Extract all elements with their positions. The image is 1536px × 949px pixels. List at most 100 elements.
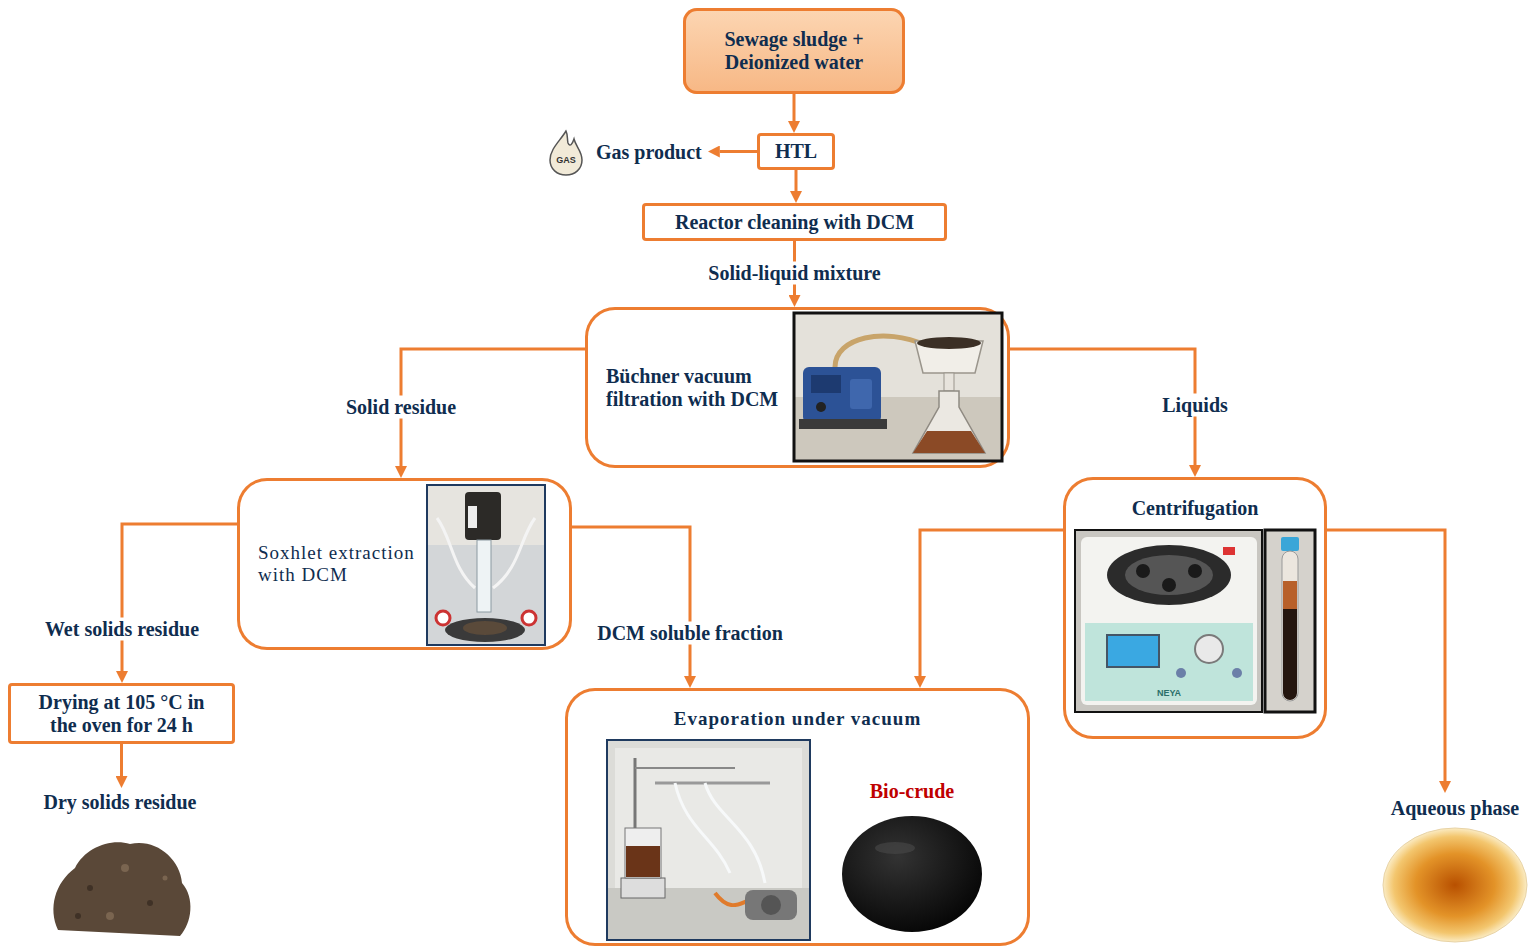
illustration-part [626,846,660,877]
illustration-part [75,913,81,919]
illustration-part [1223,547,1235,555]
illustration-part [550,131,582,175]
illustration-part [1075,530,1262,712]
icon-text: GAS [556,155,576,165]
text-slot: Büchner vacuum filtration with DCM [606,365,791,411]
illustration-part [850,379,872,409]
illustration-part [675,783,730,873]
illustration-part [705,783,765,883]
illustration-part [1265,530,1315,712]
gas-icon [546,127,586,177]
node-label: HTL [775,140,817,163]
illustration-part [615,748,802,888]
flow-arrow [920,530,1063,676]
illustration-part [1075,530,1262,712]
illustration-part [493,518,535,588]
illustration-part [1188,564,1202,578]
process-box: Drying at 105 °C in the oven for 24 h [8,683,235,744]
process-box: Reactor cleaning with DCM [642,203,947,241]
label-anchor: DCM soluble fraction [593,622,787,645]
illustration-part [1232,668,1242,678]
illustration-part [1107,545,1231,605]
node-label: Evaporation under vacuum [674,708,921,730]
node-label: Centrifugation [1132,497,1259,520]
illustration-part [147,900,153,906]
node-label: Drying at 105 °C in the oven for 24 h [27,691,217,737]
centrifugation-box: Centrifugation [1063,477,1327,739]
text-slot: Bio-crude [837,780,987,803]
flow-label: Liquids [1158,394,1232,417]
illustration-part [1283,581,1297,609]
illustration-part [794,313,1002,461]
illustration-part [799,419,887,429]
illustration-part [715,893,750,905]
text-slot: HTL [761,140,831,163]
illustration-part [427,485,545,645]
node-label: Soxhlet extraction with DCM [258,542,426,586]
illustration-part [427,485,545,645]
text-slot: Centrifugation [1075,497,1315,520]
text-slot: Evaporation under vacuum [578,708,1018,730]
label-anchor: Liquids [1158,394,1232,417]
brand-text: NEYA [1157,688,1181,698]
product-item: Dry solids residue [30,788,210,943]
illustration-part [445,618,525,642]
illustration-part [1136,564,1150,578]
illustration-part [811,375,841,393]
text-slot: Sewage sludge + Deionized water [714,28,874,74]
product-item: Aqueous phase [1380,793,1530,945]
illustration-part [477,540,491,612]
flow-arrow [1327,530,1445,781]
flow-arrow [795,170,798,191]
node-label: Gas product [596,141,702,164]
illustration-part [816,402,826,412]
illustration-part [53,842,190,936]
illustration-part [621,878,665,898]
illustration-part [625,828,661,878]
illustration-part [1282,551,1298,701]
flow-label: Solid-liquid mixture [704,262,884,285]
process-box: HTL [757,133,835,170]
text-slot: Dry solids residue [30,791,210,814]
illustration-part [835,336,925,367]
label-anchor: NEYA [1157,682,1181,700]
text-slot: Drying at 105 °C in the oven for 24 h [27,691,217,737]
illustration-part [803,367,881,423]
illustration-part [1081,537,1257,705]
illustration-part [944,373,954,391]
illustration-part [87,885,93,891]
gas-output: Gas product [546,127,708,177]
illustration-part [655,782,770,785]
node-label: Reactor cleaning with DCM [675,211,914,234]
node-label: Dry solids residue [44,791,197,814]
illustration-part [1383,828,1527,942]
illustration-part [463,621,507,635]
illustration-part [745,890,797,920]
text-slot: Soxhlet extraction with DCM [258,542,426,586]
flow-arrow [720,150,757,153]
illustration-part [1085,623,1253,701]
flow-arrow [793,94,796,121]
flow-arrow [120,744,123,776]
illustration-part [761,895,781,915]
illustration-part [913,431,985,453]
evaporation-box: Evaporation under vacuumBio-crude [565,688,1030,946]
illustration-part [875,842,915,854]
node-label: Büchner vacuum filtration with DCM [606,365,791,411]
illustration-part [607,740,810,940]
text-slot: Gas product [596,141,721,164]
illustration-part [1107,635,1159,667]
flow-arrow [572,527,690,676]
illustration-part [913,391,985,453]
illustration-part [1176,668,1186,678]
flow-label: DCM soluble fraction [593,622,787,645]
illustration-part [794,313,1002,461]
text-slot: Reactor cleaning with DCM [650,211,940,234]
illustration-part [468,506,477,528]
illustration-part [1125,555,1213,595]
label-anchor: GAS [556,149,576,167]
node-label: Bio-crude [870,780,954,803]
illustration-part [106,912,114,920]
illustration-part [121,864,129,872]
